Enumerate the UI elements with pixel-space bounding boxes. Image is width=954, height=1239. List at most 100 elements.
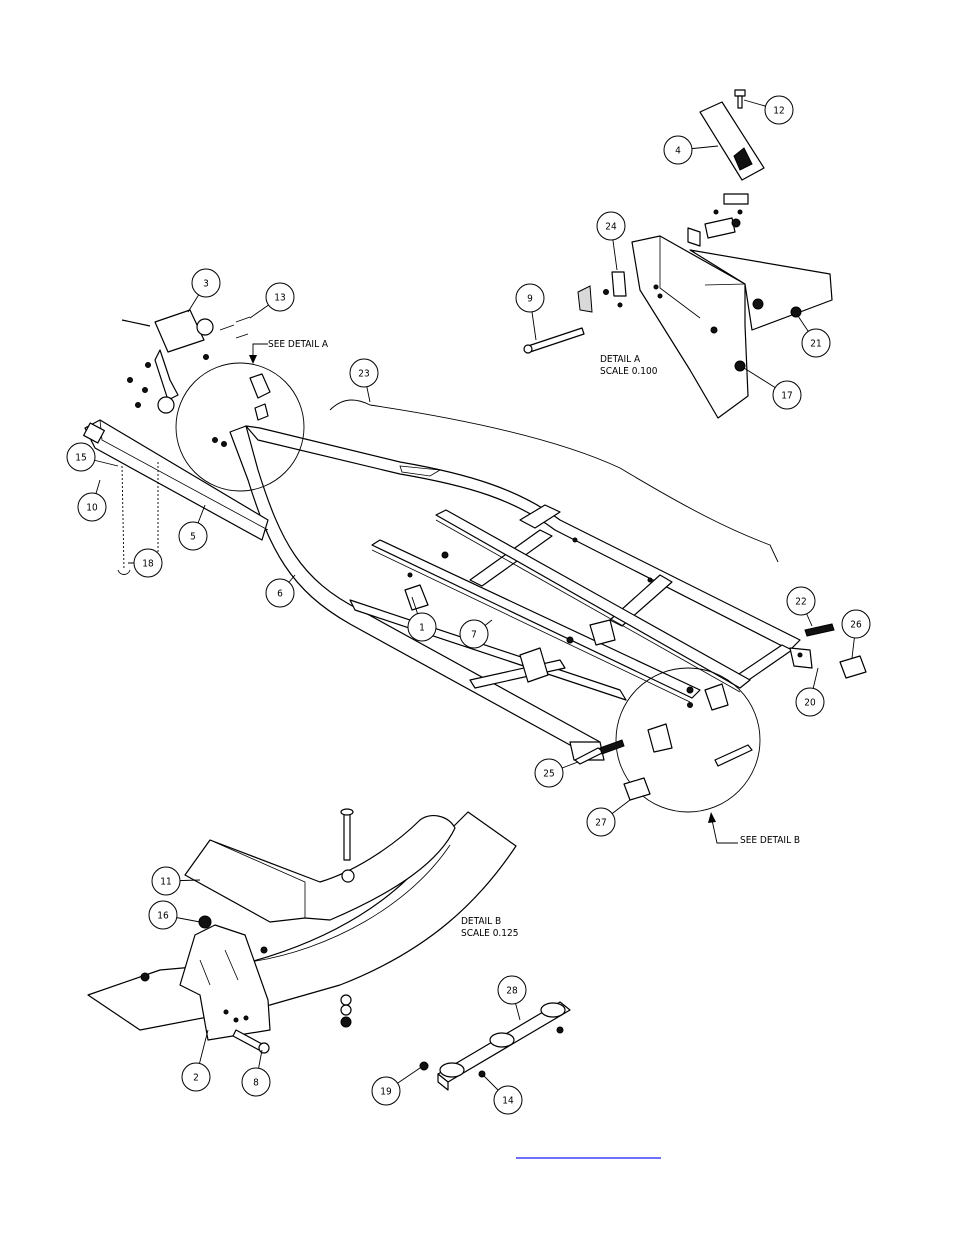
bolt-9 bbox=[527, 327, 585, 353]
callout-circle-26 bbox=[841, 609, 871, 639]
callout-circle-12 bbox=[764, 95, 794, 125]
reflector-25 bbox=[599, 739, 625, 755]
callout-12: 12 bbox=[764, 95, 794, 125]
callout-circle-18 bbox=[133, 548, 163, 578]
callout-28: 28 bbox=[497, 975, 527, 1005]
callout-number-15: 15 bbox=[75, 453, 86, 464]
callout-circle-9 bbox=[515, 283, 545, 313]
callout-circle-3 bbox=[191, 268, 221, 298]
callout-26: 26 bbox=[841, 609, 871, 639]
coupler-body bbox=[631, 235, 749, 419]
callout-circle-19 bbox=[371, 1076, 401, 1106]
bunk-board-1 bbox=[371, 539, 701, 699]
see-detail-a-label: SEE DETAIL A bbox=[268, 339, 329, 350]
callout-number-13: 13 bbox=[274, 293, 285, 304]
bolt-12 bbox=[734, 89, 746, 109]
callout-circle-24 bbox=[596, 211, 626, 241]
callout-number-7: 7 bbox=[471, 630, 477, 641]
callout-number-3: 3 bbox=[203, 279, 209, 290]
callout-number-18: 18 bbox=[142, 559, 154, 570]
callout-circle-4 bbox=[663, 135, 693, 165]
detail-b-bolt bbox=[343, 811, 351, 861]
callout-20: 20 bbox=[795, 687, 825, 717]
frame-bolts bbox=[407, 537, 803, 694]
callout-circle-15 bbox=[66, 442, 96, 472]
detail-b-boundary bbox=[615, 667, 761, 813]
callout-circle-10 bbox=[77, 492, 107, 522]
callout-circle-22 bbox=[786, 586, 816, 616]
callout-23: 23 bbox=[349, 358, 379, 388]
callout-16: 16 bbox=[148, 900, 178, 930]
callout-9: 9 bbox=[515, 283, 545, 313]
callout-21: 21 bbox=[801, 328, 831, 358]
see-detail-b-marker: SEE DETAIL B bbox=[708, 812, 800, 846]
callout-circle-23 bbox=[349, 358, 379, 388]
callout-number-21: 21 bbox=[810, 339, 821, 350]
callout-15: 15 bbox=[66, 442, 96, 472]
detail-a-local-parts bbox=[212, 373, 271, 447]
callout-number-5: 5 bbox=[190, 532, 196, 543]
frame-rear-end-right bbox=[789, 647, 813, 669]
callout-number-19: 19 bbox=[380, 1087, 392, 1098]
detail-a-drawing: DETAIL A SCALE 0.100 bbox=[523, 89, 833, 419]
hanger-brackets bbox=[404, 584, 729, 753]
callout-circle-8 bbox=[241, 1067, 271, 1097]
callout-bubbles: 1234567891011121314151617181920212223242… bbox=[66, 95, 871, 1115]
callout-25: 25 bbox=[534, 758, 564, 788]
callout-number-10: 10 bbox=[86, 503, 98, 514]
callout-1: 1 bbox=[407, 612, 437, 642]
light-bar-28 bbox=[419, 1001, 571, 1091]
callout-number-26: 26 bbox=[850, 620, 862, 631]
callout-number-2: 2 bbox=[193, 1073, 199, 1084]
callout-circle-14 bbox=[493, 1085, 523, 1115]
callout-14: 14 bbox=[493, 1085, 523, 1115]
callout-8: 8 bbox=[241, 1067, 271, 1097]
frame-rail-top bbox=[245, 425, 801, 651]
callout-number-28: 28 bbox=[506, 986, 518, 997]
callout-6: 6 bbox=[265, 578, 295, 608]
callout-number-9: 9 bbox=[527, 294, 533, 305]
detail-b-scale: SCALE 0.125 bbox=[461, 928, 518, 939]
callout-circle-20 bbox=[795, 687, 825, 717]
callout-number-22: 22 bbox=[795, 597, 806, 608]
see-detail-b-label: SEE DETAIL B bbox=[740, 835, 800, 846]
callout-circle-2 bbox=[181, 1062, 211, 1092]
callout-number-4: 4 bbox=[675, 146, 681, 157]
callout-number-27: 27 bbox=[595, 818, 606, 829]
bracket-2 bbox=[179, 924, 271, 1041]
tongue-assembly bbox=[83, 419, 269, 575]
detail-b-local-parts bbox=[687, 702, 753, 767]
main-frame-assembly bbox=[229, 425, 813, 761]
callout-circle-13 bbox=[265, 282, 295, 312]
callout-5: 5 bbox=[178, 521, 208, 551]
callout-22: 22 bbox=[786, 586, 816, 616]
see-detail-a-marker: SEE DETAIL A bbox=[249, 339, 329, 364]
callout-circle-7 bbox=[459, 619, 489, 649]
callout-24: 24 bbox=[596, 211, 626, 241]
callout-7: 7 bbox=[459, 619, 489, 649]
callout-circle-6 bbox=[265, 578, 295, 608]
callout-number-24: 24 bbox=[605, 222, 617, 233]
callout-number-17: 17 bbox=[781, 391, 792, 402]
callout-number-1: 1 bbox=[419, 623, 425, 634]
callout-3: 3 bbox=[191, 268, 221, 298]
reflector-22 bbox=[804, 623, 835, 637]
clip-block bbox=[577, 285, 593, 313]
callout-circle-28 bbox=[497, 975, 527, 1005]
callout-number-6: 6 bbox=[277, 589, 283, 600]
callout-circle-17 bbox=[772, 380, 802, 410]
callout-number-12: 12 bbox=[773, 106, 784, 117]
callout-11: 11 bbox=[151, 866, 181, 896]
callout-circle-21 bbox=[801, 328, 831, 358]
wire-harness-23 bbox=[329, 399, 779, 563]
cross-member-1 bbox=[519, 504, 561, 529]
tail-lamp-27 bbox=[623, 777, 651, 801]
winch-bolts bbox=[219, 316, 251, 339]
callout-2: 2 bbox=[181, 1062, 211, 1092]
callout-27: 27 bbox=[586, 807, 616, 837]
callout-circle-27 bbox=[586, 807, 616, 837]
callout-number-16: 16 bbox=[157, 911, 169, 922]
callout-19: 19 bbox=[371, 1076, 401, 1106]
callout-17: 17 bbox=[772, 380, 802, 410]
